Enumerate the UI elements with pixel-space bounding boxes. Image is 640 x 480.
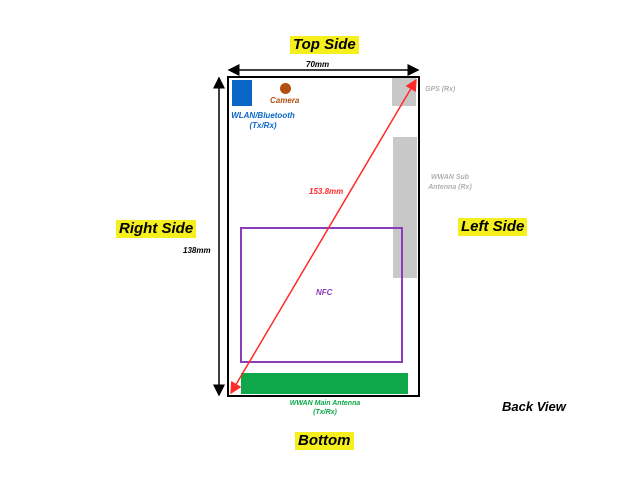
left-side-label: Left Side xyxy=(458,218,528,236)
bottom-label: Bottom xyxy=(295,432,354,450)
wwan-sub-label-line2: Antenna (Rx) xyxy=(428,184,472,191)
top-side-label: Top Side xyxy=(290,36,359,54)
nfc-label: NFC xyxy=(316,288,333,297)
gps-label: GPS (Rx) xyxy=(425,86,456,93)
wwan-sub-label: WWAN Sub Antenna (Rx) xyxy=(420,173,480,193)
device-outline xyxy=(227,76,420,397)
camera-label: Camera xyxy=(270,96,300,105)
width-label: 70mm xyxy=(306,60,330,69)
wwan-main-label: WWAN Main Antenna (Tx/Rx) xyxy=(271,399,379,417)
diagonal-label: 153.8mm xyxy=(309,187,344,196)
wwan-main-label-line1: WWAN Main Antenna xyxy=(289,400,361,407)
height-label: 138mm xyxy=(183,246,211,255)
wwan-main-label-line2: (Tx/Rx) xyxy=(313,409,337,416)
wlan-bluetooth-label-line1: WLAN/Bluetooth xyxy=(231,111,295,120)
wwan-sub-label-line1: WWAN Sub xyxy=(430,174,470,181)
right-side-label: Right Side xyxy=(116,220,197,238)
diagonal-dimension-line xyxy=(230,78,417,395)
back-view-label: Back View xyxy=(502,399,566,414)
wlan-bluetooth-label-line2: (Tx/Rx) xyxy=(249,121,277,130)
wlan-bluetooth-label: WLAN/Bluetooth (Tx/Rx) xyxy=(225,111,301,131)
